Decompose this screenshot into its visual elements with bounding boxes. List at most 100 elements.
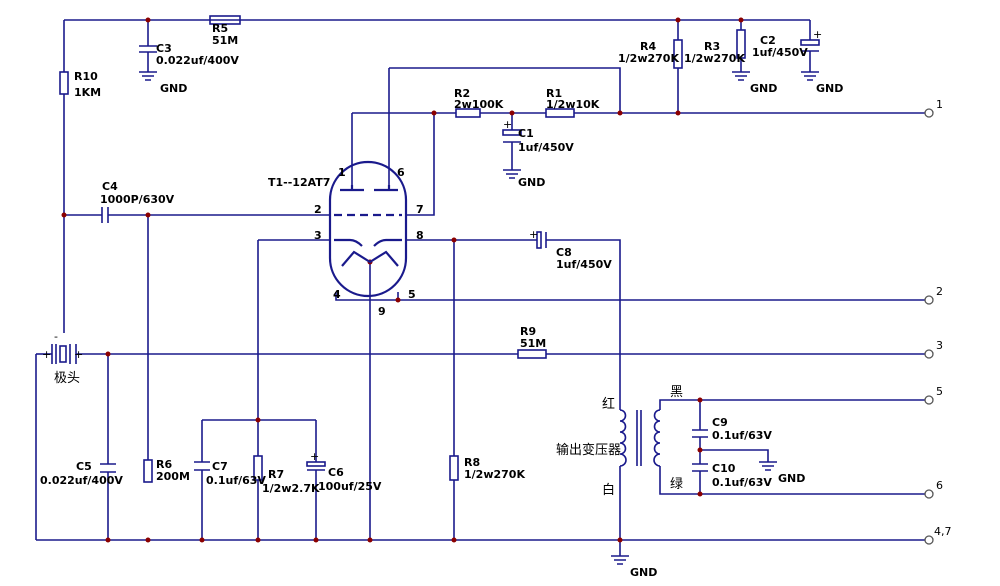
- transformer-label: 输出变压器: [556, 442, 621, 458]
- capsule-label: 极头: [54, 371, 80, 386]
- svg-text:+: +: [813, 28, 822, 41]
- capacitor-c7: [194, 461, 210, 471]
- resistor-r10: [59, 71, 69, 95]
- r6-name: R6: [156, 458, 172, 471]
- c6-value: 100uf/25V: [318, 480, 382, 493]
- c8-name: C8: [556, 246, 572, 259]
- c10-name: C10: [712, 462, 736, 475]
- r7-value: 1/2w2.7K: [262, 482, 320, 495]
- r8-name: R8: [464, 456, 480, 469]
- capsule-symbol: [51, 344, 77, 364]
- pin-2: 2: [314, 203, 322, 216]
- r4-value: 1/2w270K: [618, 52, 679, 65]
- capacitor-c9: [692, 429, 708, 438]
- terminal-47-circle: [924, 535, 934, 545]
- tube-12at7: [328, 160, 408, 298]
- r2-value: 2w100K: [454, 98, 504, 111]
- c4-name: C4: [102, 180, 118, 193]
- r6-value: 200M: [156, 470, 190, 483]
- r3-value: 1/2w270K: [684, 52, 745, 65]
- capacitor-c1: +: [502, 118, 522, 148]
- capsule-minus: -: [54, 330, 58, 343]
- pin-6: 6: [397, 166, 405, 179]
- c8-value: 1uf/450V: [556, 258, 612, 271]
- pin-3: 3: [314, 229, 322, 242]
- resistor-r9: [517, 349, 547, 359]
- wires: [35, 19, 925, 556]
- r1-value: 1/2w10K: [546, 98, 600, 111]
- gnd-r3: GND: [750, 82, 777, 95]
- c1-value: 1uf/450V: [518, 141, 574, 154]
- ground-symbol-c2: [801, 71, 819, 81]
- r5-value: 51M: [212, 34, 238, 47]
- c6-name: C6: [328, 466, 344, 479]
- c7-value: 0.1uf/63V: [206, 474, 266, 487]
- r9-value: 51M: [520, 337, 546, 350]
- junction-dots: [61, 17, 744, 543]
- terminal-5-circle: [924, 395, 934, 405]
- pin-4: 4: [333, 288, 341, 301]
- transformer-black: 黑: [670, 385, 683, 400]
- resistor-r2: [455, 108, 481, 118]
- pin-9: 9: [378, 305, 386, 318]
- c3-gnd: GND: [160, 82, 187, 95]
- c2-name: C2: [760, 34, 776, 47]
- capsule-plus-left: +: [42, 348, 51, 361]
- r10-name: R10: [74, 70, 98, 83]
- r1-name: R1: [546, 87, 562, 100]
- resistor-r8: [449, 455, 459, 481]
- capsule-plus-right: +: [74, 348, 83, 361]
- ground-symbol-c9: [759, 461, 777, 471]
- terminal-2-label: 2: [936, 285, 943, 298]
- terminal-5-label: 5: [936, 385, 943, 398]
- r4-name: R4: [640, 40, 656, 53]
- terminal-47-label: 4,7: [934, 525, 952, 538]
- resistor-r1: [545, 108, 575, 118]
- r9-name: R9: [520, 325, 536, 338]
- r2-name: R2: [454, 87, 470, 100]
- c3-name: C3: [156, 42, 172, 55]
- c7-name: C7: [212, 460, 228, 473]
- capacitor-c5: [100, 463, 116, 473]
- c10-value: 0.1uf/63V: [712, 476, 772, 489]
- capacitor-c10: [692, 463, 708, 472]
- r8-value: 1/2w270K: [464, 468, 525, 481]
- terminal-2-circle: [924, 295, 934, 305]
- c4-value: 1000P/630V: [100, 193, 175, 206]
- c3-value: 0.022uf/400V: [156, 54, 239, 67]
- resistor-r6: [143, 459, 153, 483]
- capacitor-c4: [101, 207, 109, 223]
- resistor-r4: [673, 39, 683, 69]
- c2-gnd: GND: [816, 82, 843, 95]
- svg-text:+: +: [310, 450, 319, 463]
- terminal-3-label: 3: [936, 339, 943, 352]
- c9-gnd: GND: [778, 472, 805, 485]
- pin-7: 7: [416, 203, 424, 216]
- resistor-r3: [736, 29, 746, 59]
- output-transformer: [619, 409, 661, 467]
- transformer-red: 红: [602, 396, 615, 412]
- tube-name: T1--12AT7: [268, 176, 330, 189]
- ground-symbol-main: [611, 555, 629, 565]
- main-gnd: GND: [630, 566, 657, 579]
- pin-1: 1: [338, 166, 346, 179]
- c2-value: 1uf/450V: [752, 46, 808, 59]
- pin-5: 5: [408, 288, 416, 301]
- c1-gnd: GND: [518, 176, 545, 189]
- capacitor-c6: +: [306, 450, 326, 471]
- capacitor-c8: +: [529, 228, 547, 249]
- svg-text:+: +: [529, 228, 538, 241]
- ground-symbol-c3: [139, 71, 157, 81]
- terminal-6-label: 6: [936, 479, 943, 492]
- capacitor-c3: [139, 45, 157, 60]
- terminal-6-circle: [924, 489, 934, 499]
- svg-text:+: +: [503, 118, 512, 131]
- r3-name: R3: [704, 40, 720, 53]
- capacitor-c2: +: [800, 28, 822, 56]
- resistor-r5: [209, 15, 241, 25]
- transformer-green: 绿: [670, 477, 683, 492]
- resistor-r7: [253, 455, 263, 481]
- c5-value: 0.022uf/400V: [40, 474, 123, 487]
- terminal-1-label: 1: [936, 98, 943, 111]
